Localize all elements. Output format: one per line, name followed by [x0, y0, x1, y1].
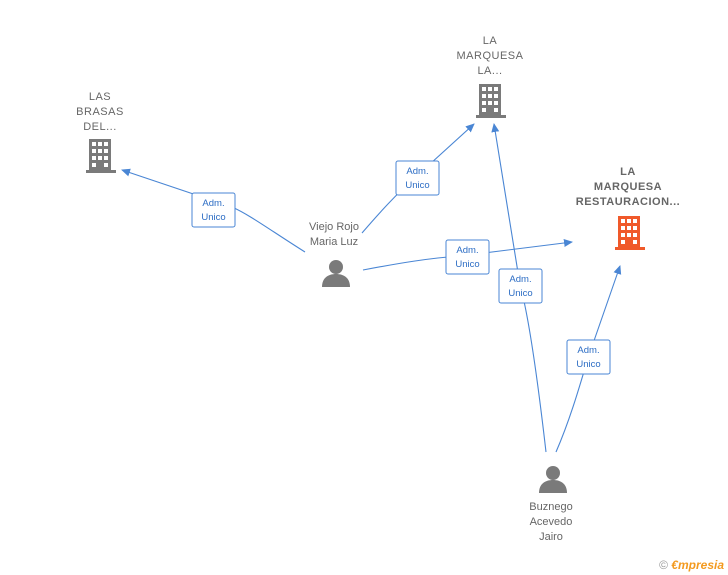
edge-label-viejo-la-marquesa-la[interactable]: Adm. Unico: [395, 160, 440, 196]
edge-label-line-2: Unico: [455, 259, 479, 270]
edge-label-line-1: Adm.: [577, 345, 599, 356]
building-icon: [615, 216, 645, 250]
node-buznego[interactable]: Buznego Acevedo Jairo: [529, 466, 573, 543]
node-label-line-3: LA...: [477, 65, 502, 77]
node-label-line-1: LAS: [89, 91, 111, 103]
node-label-line-1: Viejo Rojo: [309, 221, 359, 233]
node-las-brasas[interactable]: LAS BRASAS DEL...: [76, 91, 124, 173]
node-label-line-3: RESTAURACION...: [576, 196, 680, 208]
node-label-line-1: Buznego: [529, 501, 572, 513]
node-label-line-1: LA: [620, 166, 636, 178]
edge-label-line-2: Unico: [508, 288, 532, 299]
building-icon: [476, 84, 506, 118]
edge-label-buznego-la-marquesa-restauracion[interactable]: Adm. Unico: [566, 339, 611, 375]
node-viejo-rojo[interactable]: Viejo Rojo Maria Luz: [309, 221, 359, 287]
node-label-line-3: Jairo: [539, 531, 563, 543]
node-la-marquesa-restauracion[interactable]: LA MARQUESA RESTAURACION...: [576, 166, 680, 250]
edge-label-viejo-las-brasas[interactable]: Adm. Unico: [191, 192, 236, 228]
edge-label-line-2: Unico: [405, 180, 429, 191]
node-label-line-2: Acevedo: [530, 516, 573, 528]
edge-label-line-1: Adm.: [456, 245, 478, 256]
node-label-line-2: BRASAS: [76, 106, 124, 118]
footer-brand: © €mpresia: [659, 558, 724, 572]
edge-label-buznego-la-marquesa-la[interactable]: Adm. Unico: [498, 268, 543, 304]
edges: [121, 123, 622, 453]
brand-logo: €mpresia: [671, 558, 724, 572]
edge-label-line-1: Adm.: [406, 166, 428, 177]
edge-label-viejo-la-marquesa-restauracion[interactable]: Adm. Unico: [445, 239, 490, 275]
person-icon: [539, 466, 567, 493]
building-icon: [86, 139, 116, 173]
node-label-line-2: MARQUESA: [457, 50, 524, 62]
node-la-marquesa-la[interactable]: LA MARQUESA LA...: [457, 35, 524, 118]
edge-label-line-2: Unico: [201, 212, 225, 223]
edge-label-line-1: Adm.: [509, 274, 531, 285]
edge-label-line-1: Adm.: [202, 198, 224, 209]
person-icon: [322, 260, 350, 287]
node-label-line-3: DEL...: [83, 121, 117, 133]
node-label-line-1: LA: [483, 35, 498, 47]
copyright-icon: ©: [659, 558, 668, 572]
node-label-line-2: Maria Luz: [310, 236, 358, 248]
edge-label-line-2: Unico: [576, 359, 600, 370]
node-label-line-2: MARQUESA: [594, 181, 662, 193]
